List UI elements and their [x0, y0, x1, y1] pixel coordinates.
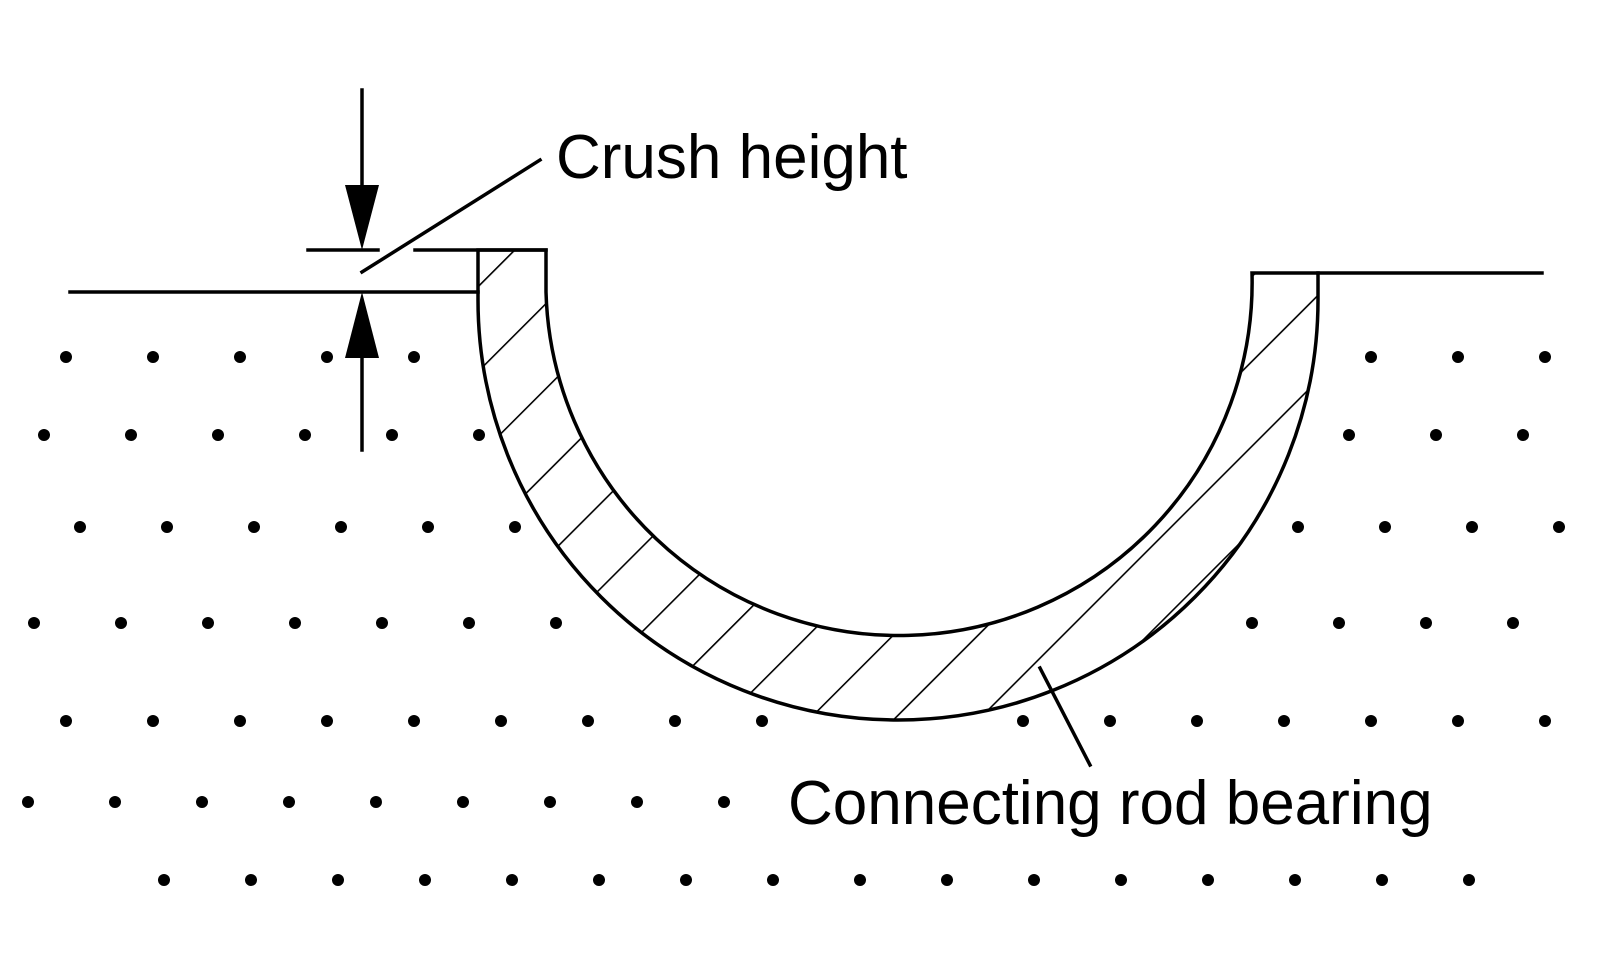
- housing-dot: [202, 617, 214, 629]
- housing-dot: [631, 796, 643, 808]
- housing-dot: [550, 617, 562, 629]
- housing-dot: [332, 874, 344, 886]
- housing-dot: [941, 874, 953, 886]
- housing-dot: [718, 796, 730, 808]
- housing-dot: [463, 617, 475, 629]
- housing-dot: [335, 521, 347, 533]
- bearing-leader: [1037, 665, 1093, 768]
- connecting-rod-bearing-shell: [476, 248, 1320, 722]
- housing-dot: [767, 874, 779, 886]
- housing-dot: [1343, 429, 1355, 441]
- housing-dot: [1463, 874, 1475, 886]
- housing-dot: [60, 715, 72, 727]
- housing-dot: [370, 796, 382, 808]
- housing-dot: [506, 874, 518, 886]
- housing-dot: [408, 351, 420, 363]
- housing-dot: [473, 429, 485, 441]
- housing-dot: [1452, 715, 1464, 727]
- housing-dot: [1104, 715, 1116, 727]
- housing-dot: [422, 521, 434, 533]
- housing-dot: [1333, 617, 1345, 629]
- housing-dot: [582, 715, 594, 727]
- connecting-rod-bearing-label: Connecting rod bearing: [788, 769, 1433, 838]
- housing-dot: [158, 874, 170, 886]
- housing-dot: [1430, 429, 1442, 441]
- housing-dot: [299, 429, 311, 441]
- housing-dot: [115, 617, 127, 629]
- housing-dot: [1246, 617, 1258, 629]
- housing-dot: [289, 617, 301, 629]
- housing-dot: [245, 874, 257, 886]
- housing-dot: [234, 351, 246, 363]
- housing-dot: [147, 351, 159, 363]
- housing-dot: [386, 429, 398, 441]
- housing-dot: [234, 715, 246, 727]
- housing-dot: [544, 796, 556, 808]
- housing-dot: [408, 715, 420, 727]
- housing-dot: [1379, 521, 1391, 533]
- housing-dot: [509, 521, 521, 533]
- housing-dot: [321, 715, 333, 727]
- housing-dot: [669, 715, 681, 727]
- housing-dot: [593, 874, 605, 886]
- housing-dot: [1028, 874, 1040, 886]
- housing-dot: [1017, 715, 1029, 727]
- housing-dot: [1278, 715, 1290, 727]
- housing-dot: [28, 617, 40, 629]
- housing-dot-pattern: [22, 351, 1565, 886]
- housing-dot: [22, 796, 34, 808]
- housing-dot: [161, 521, 173, 533]
- housing-dot: [419, 874, 431, 886]
- crush-height-label: Crush height: [556, 123, 908, 192]
- housing-dot: [212, 429, 224, 441]
- housing-dot: [1365, 715, 1377, 727]
- housing-dot: [74, 521, 86, 533]
- housing-dot: [321, 351, 333, 363]
- housing-dot: [756, 715, 768, 727]
- crush-height-leader: [359, 157, 543, 275]
- housing-dot: [1466, 521, 1478, 533]
- housing-dot: [1289, 874, 1301, 886]
- housing-dot: [1420, 617, 1432, 629]
- housing-dot: [147, 715, 159, 727]
- housing-dot: [1191, 715, 1203, 727]
- housing-dot: [248, 521, 260, 533]
- housing-dot: [1539, 715, 1551, 727]
- housing-dot: [1452, 351, 1464, 363]
- housing-dot: [495, 715, 507, 727]
- housing-dot: [854, 874, 866, 886]
- arrow-down-icon: [345, 185, 379, 250]
- housing-dot: [60, 351, 72, 363]
- housing-dot: [1292, 521, 1304, 533]
- housing-dot: [109, 796, 121, 808]
- housing-dot: [1507, 617, 1519, 629]
- housing-dot: [125, 429, 137, 441]
- housing-dot: [1539, 351, 1551, 363]
- housing-dot: [457, 796, 469, 808]
- housing-dot: [1553, 521, 1565, 533]
- housing-dot: [1365, 351, 1377, 363]
- housing-dot: [1115, 874, 1127, 886]
- housing-dot: [38, 429, 50, 441]
- housing-dot: [1202, 874, 1214, 886]
- arrow-up-icon: [345, 292, 379, 358]
- housing-dot: [1517, 429, 1529, 441]
- housing-dot: [680, 874, 692, 886]
- housing-dot: [1376, 874, 1388, 886]
- housing-dot: [376, 617, 388, 629]
- housing-dot: [283, 796, 295, 808]
- housing-dot: [196, 796, 208, 808]
